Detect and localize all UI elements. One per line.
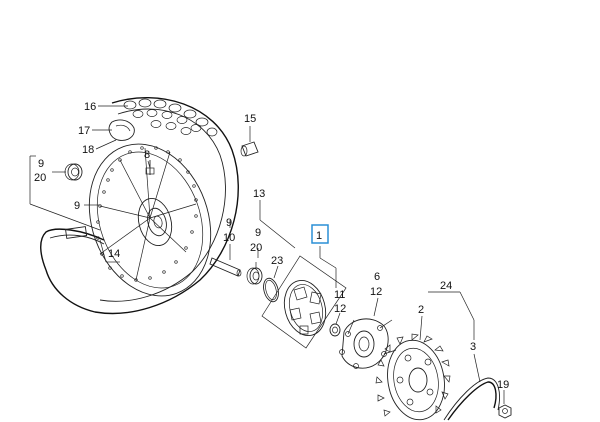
- callout-16: 16: [84, 101, 96, 113]
- callout-12-a: 12: [334, 303, 346, 315]
- callout-2: 2: [418, 304, 424, 316]
- callout-17: 17: [78, 125, 90, 137]
- collar-part-11: [329, 323, 341, 337]
- callout-20-a: 20: [34, 172, 46, 184]
- callout-labels: 16 17 18 8 9 20 9 14 15 13 9 10 9 20 23 …: [34, 101, 509, 391]
- bolt-part-15: [240, 141, 259, 157]
- callout-9-b: 9: [74, 200, 80, 212]
- nut-part-19: [498, 404, 512, 419]
- callout-3: 3: [470, 341, 476, 353]
- callout-highlight-box: [311, 224, 329, 244]
- callout-10: 10: [223, 232, 235, 244]
- driven-sprocket-part-2: [375, 333, 451, 421]
- bearing-part-right: [246, 267, 263, 285]
- callout-24: 24: [440, 280, 452, 292]
- callout-9-d: 9: [255, 227, 261, 239]
- callout-18: 18: [82, 144, 94, 156]
- callout-23: 23: [271, 255, 283, 267]
- callout-9-c: 9: [226, 217, 232, 229]
- sprocket-flange-part-6: [339, 318, 397, 369]
- oring-part-23: [263, 277, 279, 303]
- bearing-part-left: [64, 163, 83, 181]
- damper-rubber-part-1: [283, 280, 327, 336]
- rim-drawing: [88, 143, 212, 297]
- callout-6: 6: [374, 271, 380, 283]
- callout-11: 11: [334, 289, 345, 301]
- callout-14: 14: [108, 248, 120, 260]
- callout-8: 8: [144, 149, 150, 161]
- leader-lines: [29, 105, 505, 404]
- callout-9-a: 9: [38, 158, 44, 170]
- damper-box: [261, 255, 347, 349]
- callout-12-b: 12: [370, 286, 382, 298]
- callout-20-b: 20: [250, 242, 262, 254]
- callout-1: 1: [316, 230, 322, 242]
- tire-drawing: [40, 96, 239, 315]
- chain-part-3: [443, 377, 500, 421]
- axle-collar-part-10: [209, 257, 242, 277]
- callout-13: 13: [253, 188, 265, 200]
- callout-15: 15: [244, 113, 256, 125]
- callout-19: 19: [497, 379, 509, 391]
